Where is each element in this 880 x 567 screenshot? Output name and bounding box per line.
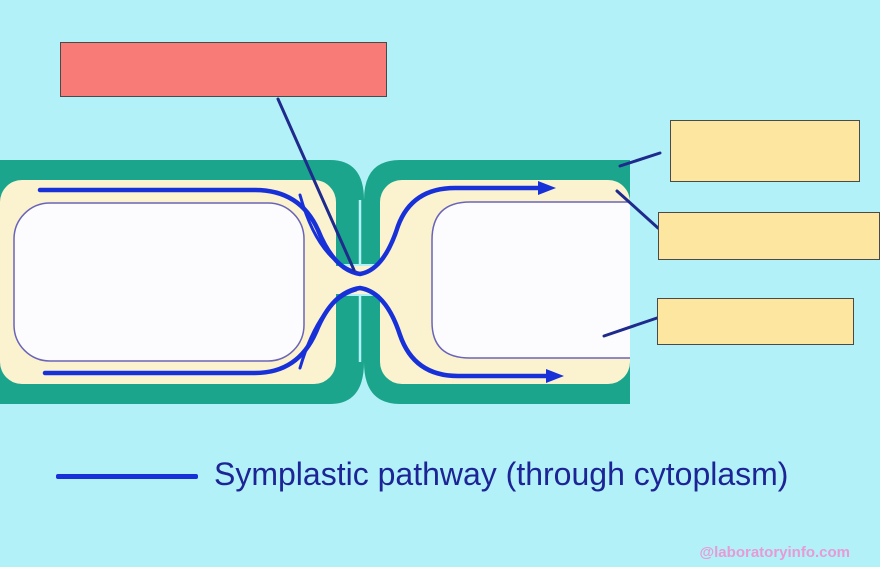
plasmodesma-leader bbox=[276, 97, 356, 272]
right-vacuole bbox=[431, 201, 630, 359]
right-cell bbox=[364, 160, 630, 404]
vacuole-leader bbox=[602, 316, 659, 338]
symplastic-pathway bbox=[37, 185, 551, 379]
plasma-membrane-label-box[interactable] bbox=[658, 212, 880, 260]
pathway-top bbox=[37, 185, 543, 277]
left-vacuole bbox=[13, 202, 305, 362]
pathway-arrowheads bbox=[538, 181, 564, 383]
plasmodesma-label-box[interactable] bbox=[60, 42, 387, 97]
watermark: @laboratoryinfo.com bbox=[699, 544, 850, 561]
left-cell bbox=[0, 160, 364, 404]
arrowhead-top bbox=[538, 181, 556, 195]
vacuole-label-box[interactable] bbox=[657, 298, 854, 345]
cell-wall-label-box[interactable] bbox=[670, 120, 860, 182]
plasma-membrane-leader bbox=[615, 189, 660, 230]
legend-line-swatch bbox=[56, 474, 198, 479]
pathway-inner-top bbox=[298, 193, 358, 274]
pathway-bottom bbox=[42, 285, 551, 379]
leader-lines bbox=[276, 97, 662, 338]
legend-label: Symplastic pathway (through cytoplasm) bbox=[214, 456, 789, 492]
pathway-inner-bottom bbox=[298, 288, 358, 370]
cell-wall-leader bbox=[618, 151, 662, 168]
arrowhead-bottom bbox=[546, 369, 564, 383]
